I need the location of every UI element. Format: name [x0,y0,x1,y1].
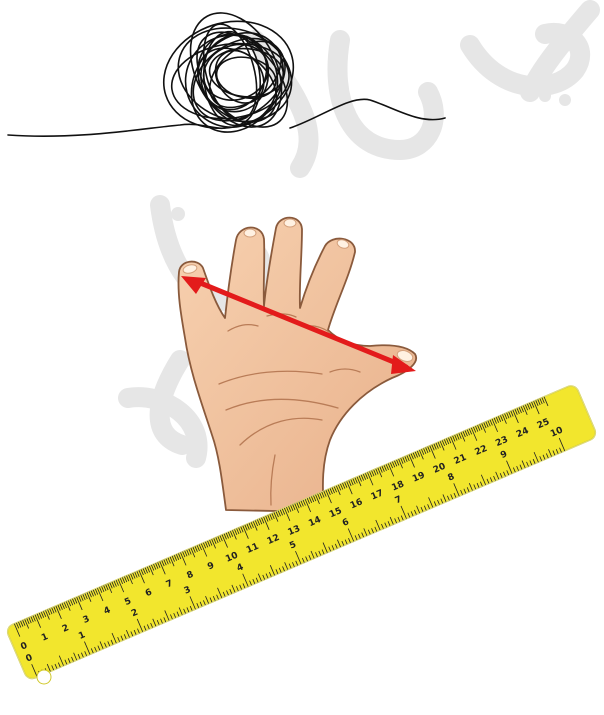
ruler-hole-icon [37,670,51,684]
